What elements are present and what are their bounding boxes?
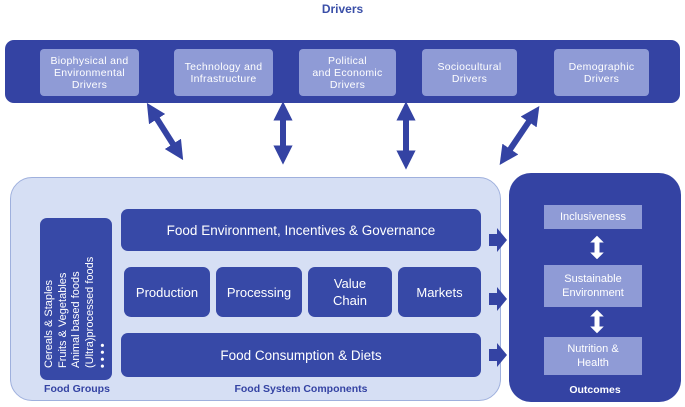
arrow-to-outcomes-top — [489, 228, 507, 252]
arrow-demographic — [499, 106, 540, 165]
food-groups-box — [40, 218, 112, 380]
arrow-to-outcomes-middle — [489, 287, 507, 311]
link-arrow-upper — [587, 234, 607, 261]
processing-box: Processing — [216, 267, 302, 317]
production-box: Production — [124, 267, 210, 317]
diagram-title: Drivers — [321, 2, 364, 16]
food-consumption-box: Food Consumption & Diets — [121, 333, 481, 377]
value-chain-box: Value Chain — [308, 267, 392, 317]
food-environment-box: Food Environment, Incentives & Governanc… — [121, 209, 481, 251]
food-groups-label: Food Groups — [44, 383, 110, 395]
outcomes-label: Outcomes — [569, 384, 621, 396]
driver-political-economic: Political and Economic Drivers — [299, 49, 396, 96]
outcome-inclusiveness: Inclusiveness — [544, 205, 642, 229]
driver-demographic: Demographic Drivers — [554, 49, 649, 96]
link-arrow-lower — [587, 308, 607, 335]
markets-box: Markets — [398, 267, 481, 317]
driver-biophysical: Biophysical and Environmental Drivers — [40, 49, 139, 96]
outcome-sustainable-environment: Sustainable Environment — [544, 265, 642, 307]
outcome-nutrition-health: Nutrition & Health — [544, 337, 642, 375]
arrow-biophysical — [146, 102, 184, 161]
driver-technology: Technology and Infrastructure — [174, 49, 273, 96]
driver-sociocultural: Sociocultural Drivers — [422, 49, 517, 96]
food-system-components-label: Food System Components — [234, 383, 368, 395]
arrow-to-outcomes-bottom — [489, 343, 507, 367]
